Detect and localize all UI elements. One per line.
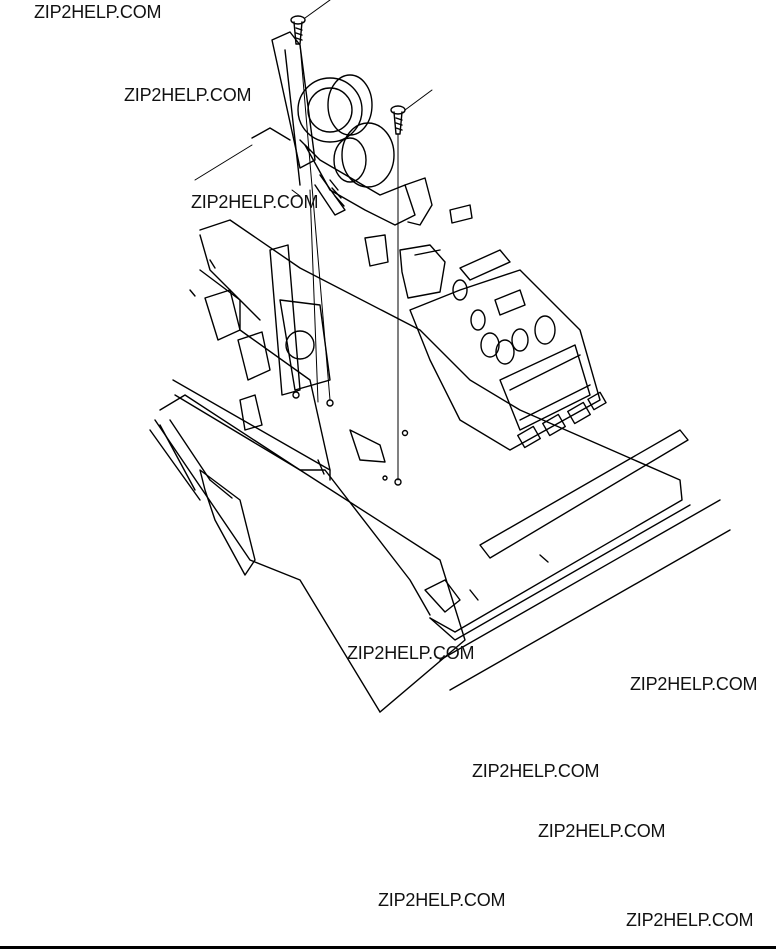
watermark-text: ZIP2HELP.COM (378, 890, 506, 910)
mounting-holes (292, 391, 409, 486)
watermark-text: ZIP2HELP.COM (472, 761, 600, 781)
screw-left (290, 15, 306, 45)
watermark-text: ZIP2HELP.COM (34, 2, 162, 22)
watermark-text: ZIP2HELP.COM (630, 674, 758, 694)
watermark-text: ZIP2HELP.COM (124, 85, 252, 105)
watermark-text: ZIP2HELP.COM (626, 910, 754, 930)
chassis-base (149, 219, 731, 713)
page-bottom-rule (0, 946, 776, 949)
motor-gear-assembly (251, 31, 433, 226)
leader-lines (194, 0, 433, 481)
watermark-text: ZIP2HELP.COM (191, 192, 319, 212)
circuit-board (409, 249, 607, 451)
watermark-text: ZIP2HELP.COM (538, 821, 666, 841)
screw-right (390, 105, 406, 135)
watermark-text: ZIP2HELP.COM (347, 643, 475, 663)
sensor-bracket (364, 204, 473, 299)
left-components (189, 244, 331, 396)
